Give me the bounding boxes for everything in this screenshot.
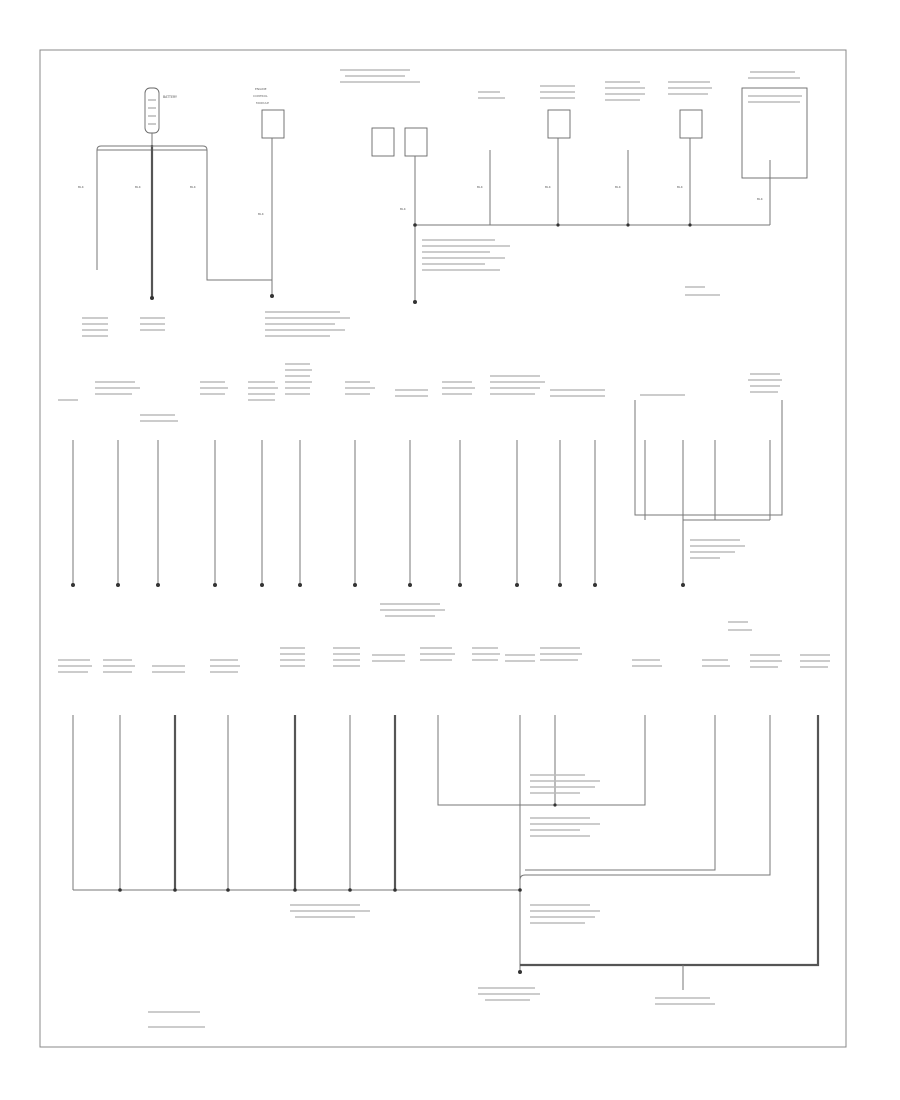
wire-label: BLK: [615, 185, 622, 189]
wire-label: BLK: [190, 185, 197, 189]
battery-top-bus: [96, 145, 208, 151]
module-outline: [634, 400, 783, 516]
diagram-border: [39, 49, 847, 1048]
top-right-ground-wires: [489, 138, 771, 225]
ground-point: [413, 300, 417, 304]
ground-point: [270, 294, 274, 298]
ground-point: [150, 296, 154, 300]
component-box: [371, 127, 428, 157]
splice-point: [688, 223, 692, 227]
wire-label: BLK: [677, 185, 684, 189]
component-box: [547, 87, 808, 179]
wire-label: BLK: [477, 185, 484, 189]
splice-ground-bus: [414, 156, 770, 300]
fine-print-annotations: [148, 774, 715, 1028]
wire-label: BLK: [258, 212, 265, 216]
svg-text:MODULE: MODULE: [256, 101, 269, 105]
wire-label: BLK: [757, 197, 764, 201]
component-box: ENGINE CONTROL MODULE: [253, 87, 285, 139]
wire-label: BLK: [400, 207, 407, 211]
fine-print-annotations: [380, 539, 752, 631]
wire-label: BLK: [135, 185, 142, 189]
battery-wire-branches: [96, 133, 273, 295]
battery-symbol: [144, 87, 160, 134]
fine-print-annotations: [58, 363, 782, 422]
battery-label: BATTERY: [163, 95, 177, 99]
wire-label: BLK: [545, 185, 552, 189]
splice-point: [556, 223, 560, 227]
bottom-ground-wires: [72, 715, 820, 990]
wire-label: BLK: [78, 185, 85, 189]
fine-print-annotations: [82, 69, 802, 337]
splice-point: [626, 223, 630, 227]
svg-text:ENGINE: ENGINE: [255, 87, 267, 91]
middle-ground-wires: [71, 440, 771, 587]
svg-text:CONTROL: CONTROL: [253, 94, 268, 98]
fine-print-annotations: [58, 647, 830, 673]
splice-point: [413, 223, 417, 227]
